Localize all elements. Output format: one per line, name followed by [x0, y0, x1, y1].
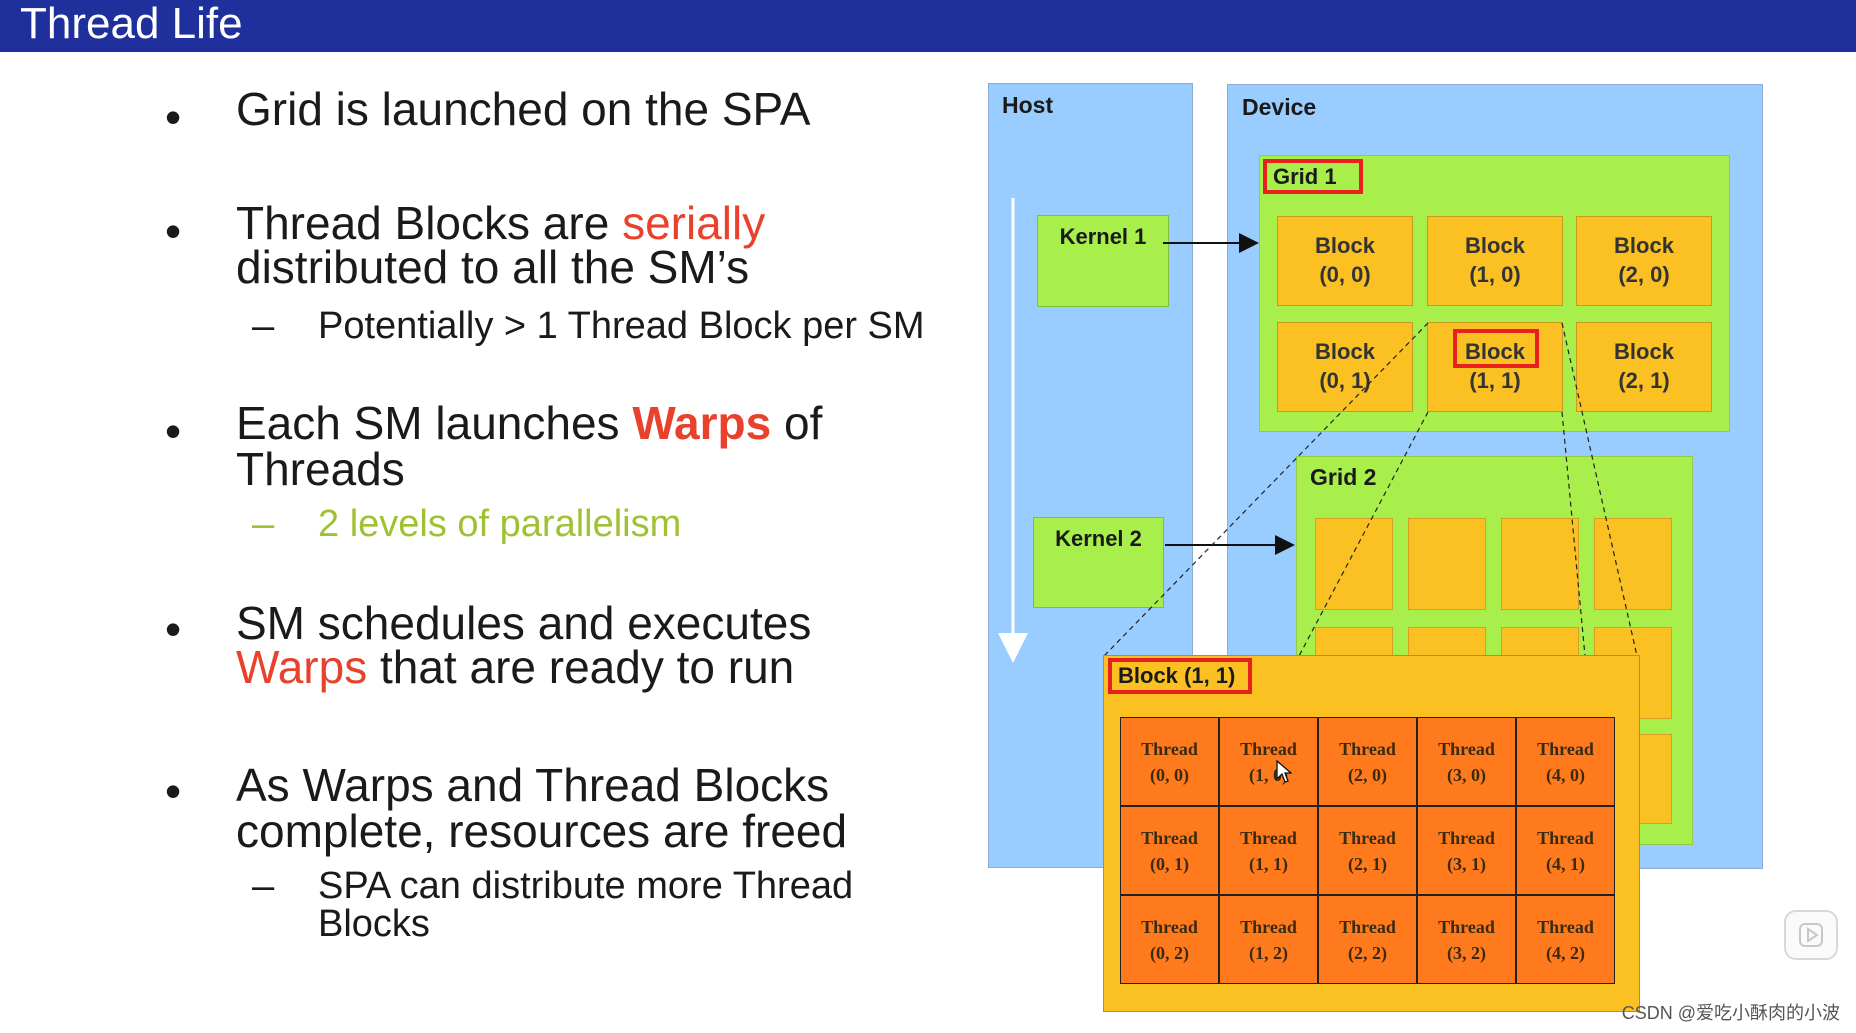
bullet-dot: •: [165, 765, 182, 817]
grid1-block: Block(1, 1): [1427, 322, 1563, 412]
bullet-text: distributed to all the SM’s: [236, 241, 750, 293]
sub-bullet-text: Blocks: [318, 903, 430, 945]
thread-cell: Thread(0, 0): [1120, 717, 1219, 806]
thread-cell: Thread(0, 2): [1120, 895, 1219, 984]
play-icon: [1799, 923, 1823, 947]
grid1-block: Block(0, 1): [1277, 322, 1413, 412]
title-bar: [0, 0, 1856, 52]
grid1-block: Block(1, 0): [1427, 216, 1563, 306]
bullet-dot: •: [165, 205, 182, 257]
bullet-text: Threads: [236, 443, 405, 495]
block-detail-label: Block (1, 1): [1108, 658, 1252, 694]
block-highlight: [1453, 329, 1539, 368]
grid2-label: Grid 2: [1310, 464, 1377, 490]
bullet-text: complete, resources are freed: [236, 805, 848, 857]
sub-bullet-dash: –: [252, 502, 275, 546]
mouse-cursor-icon: [1276, 760, 1292, 783]
grid2-block: [1408, 518, 1486, 610]
kernel1-box: Kernel 1: [1037, 215, 1169, 307]
bullet-text: As Warps and Thread Blocks: [236, 759, 830, 811]
bullet-text: Thread Blocks are serially: [236, 197, 766, 249]
bullet-dot: •: [165, 405, 182, 457]
bullet-text: Warps that are ready to run: [236, 641, 795, 693]
device-label: Device: [1242, 94, 1317, 120]
thread-cell: Thread(2, 0): [1318, 717, 1417, 806]
kernel2-box: Kernel 2: [1033, 517, 1164, 608]
thread-cell: Thread(3, 0): [1417, 717, 1516, 806]
sub-bullet-dash: –: [252, 304, 275, 348]
sub-bullet-text: 2 levels of parallelism: [318, 503, 682, 545]
bullet-text: Each SM launches Warps of: [236, 397, 823, 449]
slide-title: Thread Life: [20, 0, 243, 48]
thread-cell: Thread(3, 2): [1417, 895, 1516, 984]
grid1-label: Grid 1: [1263, 159, 1363, 194]
grid2-block: [1594, 518, 1672, 610]
thread-cell: Thread(2, 2): [1318, 895, 1417, 984]
play-button[interactable]: [1784, 910, 1838, 960]
thread-cell: Thread(4, 2): [1516, 895, 1615, 984]
bullet-dot: •: [165, 603, 182, 655]
bullet-text: Grid is launched on the SPA: [236, 83, 811, 135]
thread-cell: Thread(3, 1): [1417, 806, 1516, 895]
grid1-block: Block(2, 0): [1576, 216, 1712, 306]
host-label: Host: [1002, 92, 1054, 118]
sub-bullet-dash: –: [252, 864, 275, 908]
sub-bullet-text: SPA can distribute more Thread: [318, 865, 854, 907]
thread-cell: Thread(1, 1): [1219, 806, 1318, 895]
thread-cell: Thread(2, 1): [1318, 806, 1417, 895]
thread-cell: Thread(0, 1): [1120, 806, 1219, 895]
thread-cell: Thread(4, 1): [1516, 806, 1615, 895]
thread-cell: Thread(1, 0): [1219, 717, 1318, 806]
grid2-block: [1501, 518, 1579, 610]
bullet-text: SM schedules and executes: [236, 597, 812, 649]
grid1-block: Block(2, 1): [1576, 322, 1712, 412]
thread-cell: Thread(1, 2): [1219, 895, 1318, 984]
watermark: CSDN @爱吃小酥肉的小波: [1621, 1003, 1840, 1023]
bullet-dot: •: [165, 91, 182, 143]
thread-cell: Thread(4, 0): [1516, 717, 1615, 806]
grid2-block: [1315, 518, 1393, 610]
sub-bullet-text: Potentially > 1 Thread Block per SM: [318, 305, 925, 347]
grid1-block: Block(0, 0): [1277, 216, 1413, 306]
